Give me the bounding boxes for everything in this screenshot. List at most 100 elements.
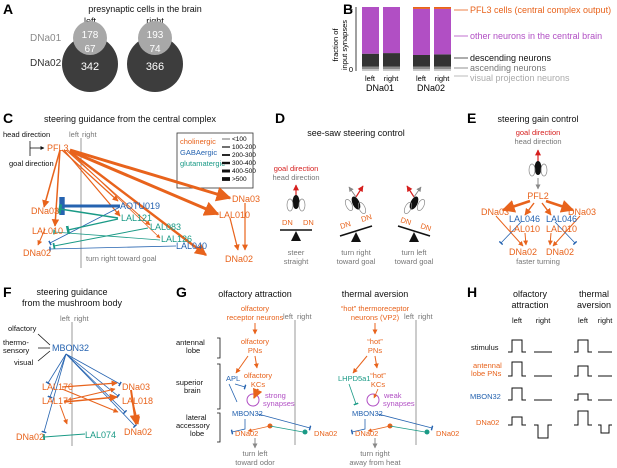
panel-f-left: left — [60, 314, 71, 323]
node-e-lal010r: LAL010 — [546, 224, 577, 234]
fly-turn-left — [403, 185, 426, 214]
venn-right-mid: 74 — [149, 44, 161, 55]
trace-apn-olf-left — [508, 361, 526, 377]
olf-mbon32: MBON32 — [232, 409, 263, 418]
edge-pfl3-lal010r — [69, 149, 220, 216]
bar-segment-1-1 — [383, 66, 400, 70]
venn-right-dna01 — [138, 21, 172, 55]
bar-segment-0-3 — [362, 7, 379, 54]
edge-lal010-dna02 — [37, 228, 46, 246]
edge-pfl3-dna03r — [69, 148, 232, 202]
olf-dot-green — [302, 429, 308, 435]
region-lateral-lobe: lobe — [190, 429, 204, 438]
node-e-dna02l: DNa02 — [509, 247, 537, 257]
olf-strong-2: synapses — [263, 399, 295, 408]
hot-mbon32: MBON32 — [352, 409, 383, 418]
h-th-right: right — [598, 316, 614, 325]
hot-kc-2: KCs — [371, 380, 385, 389]
bar-segment-3-1 — [434, 66, 451, 70]
legend-w3: 200-300 — [232, 152, 256, 159]
edge-lal083-dna02l — [52, 227, 149, 250]
panel-a-right: right — [146, 16, 164, 26]
seesaw-pivot-2 — [351, 232, 361, 242]
caption-d3a: turn left — [401, 248, 427, 257]
hot-weak-1: weak — [383, 391, 402, 400]
seesaw-beam-2 — [339, 225, 373, 237]
panel-b-ylabel2: input synapses — [340, 20, 349, 70]
bar-segment-2-3 — [413, 8, 430, 56]
panel-g: G olfactory attraction thermal aversion … — [176, 284, 459, 467]
olf-apl: APL — [226, 374, 240, 383]
trace-apn-th-left — [574, 365, 592, 377]
panel-h: H olfactory attraction thermal aversion … — [467, 284, 614, 439]
dn-2r: DN — [360, 212, 373, 224]
olf-turn-2: toward odor — [235, 458, 275, 467]
panel-f-input-arrows — [37, 333, 51, 362]
edge-lal046l — [498, 221, 522, 246]
venn-left-dna02 — [62, 36, 118, 92]
node-dna02-left: DNa02 — [23, 248, 51, 258]
hot-lhpd-mbon — [348, 383, 359, 406]
node-e-dna02r: DNa02 — [546, 247, 574, 257]
leg-other: other neurons in the central brain — [470, 31, 602, 41]
trace-stim-th-left — [574, 339, 592, 353]
panel-b-g2: DNa02 — [417, 83, 445, 93]
legend-gabaergic: GABAergic — [180, 148, 217, 157]
panel-a-left: left — [84, 16, 97, 26]
panel-f-visual: visual — [14, 358, 34, 367]
g-th-right: right — [418, 312, 434, 321]
node-e-lal010l: LAL010 — [509, 224, 540, 234]
region-lateral: lateral — [186, 413, 207, 422]
olf-pn-2: PNs — [248, 346, 262, 355]
olf-dna02l: DNa02 — [235, 429, 258, 438]
node-f-dna03: DNa03 — [122, 382, 150, 392]
node-mbon32: MBON32 — [52, 343, 89, 353]
hot-mbon-dna02l — [350, 419, 366, 435]
hot-turn-2: away from heat — [349, 458, 401, 467]
bar-segment-2-0 — [413, 69, 430, 71]
caption-d2a: turn right — [341, 248, 372, 257]
node-aotu019: AOTU019 — [120, 201, 160, 211]
edge-lal046r — [554, 221, 578, 246]
bar-segment-1-2 — [383, 53, 400, 67]
hot-dot-green — [424, 429, 430, 435]
legend-w6: >500 — [232, 176, 247, 183]
fly-turn-right — [344, 185, 367, 214]
olf-apl-inhib — [234, 383, 247, 390]
panel-b-x1: left — [365, 74, 376, 83]
dn-1l: DN — [282, 218, 293, 227]
h-col-olf-2: attraction — [511, 300, 548, 310]
edge-pfl3-dna02r — [69, 151, 207, 256]
panel-f-olf: olfactory — [8, 324, 37, 333]
bar-segment-2-2 — [413, 55, 430, 67]
node-lal010-right: LAL010 — [219, 210, 250, 220]
node-e-lal046l: LAL046 — [509, 214, 540, 224]
panel-b-bars — [362, 7, 451, 71]
panel-label-c: C — [3, 110, 13, 126]
trace-mbon-th-left — [574, 393, 592, 401]
trace-stim-olf-left — [508, 339, 526, 353]
olf-dna02r: DNa02 — [314, 429, 337, 438]
olf-strong-1: strong — [265, 391, 286, 400]
legend-w1: <100 — [232, 136, 247, 143]
panel-f-thermo2: sensory — [3, 346, 30, 355]
edge-lal010r-dna02r — [229, 217, 240, 251]
seesaw-beam-3 — [397, 225, 431, 237]
panel-b-ytick-0: 0 — [349, 65, 353, 74]
hot-pn-1: “hot” — [367, 337, 383, 346]
olf-kc-mbon — [253, 387, 263, 399]
pfl2-outputs — [495, 199, 581, 247]
hot-weak-2: synapses — [383, 399, 415, 408]
panel-c-caption: turn right toward goal — [86, 254, 157, 263]
node-f-dna02l: DNa02 — [16, 432, 44, 442]
venn-left-mid: 67 — [84, 44, 96, 55]
panel-b-x2: right — [384, 74, 400, 83]
hot-rn-2: neurons (VP2) — [351, 313, 400, 322]
bar-segment-1-0 — [383, 69, 400, 71]
bar-segment-3-3 — [434, 8, 451, 55]
olf-pn-apl — [235, 355, 249, 374]
venn-right-top: 193 — [147, 30, 164, 41]
edge-pfl3-lal010l — [51, 149, 61, 227]
h-olf-left: left — [512, 316, 523, 325]
dn-3l: DN — [399, 215, 412, 227]
